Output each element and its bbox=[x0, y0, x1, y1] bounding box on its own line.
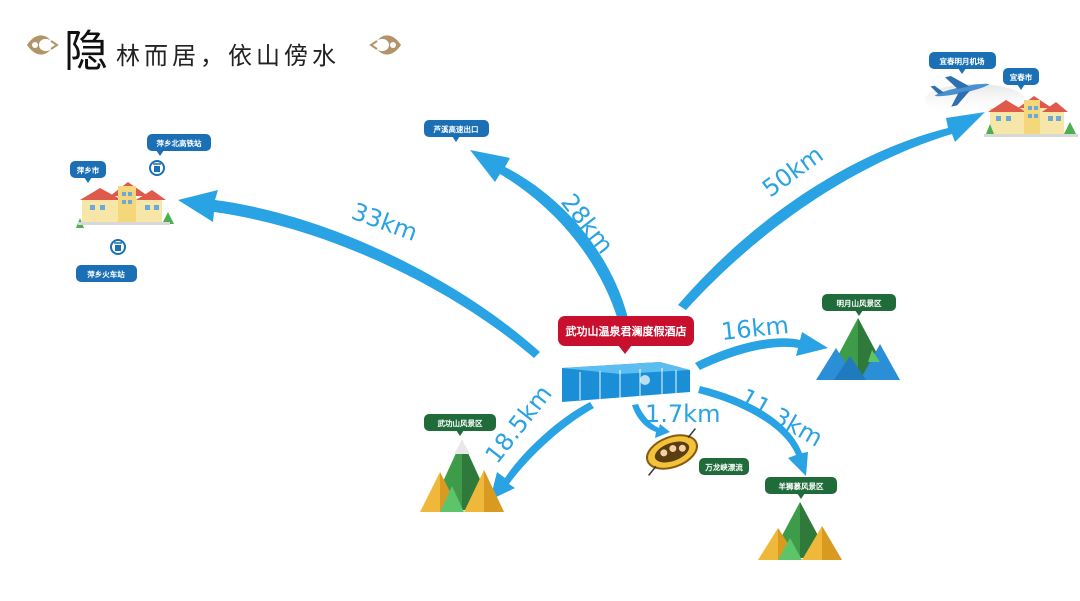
title: 隐 林而居，依山傍水 bbox=[27, 26, 401, 77]
svg-text:万龙峡漂流: 万龙峡漂流 bbox=[704, 462, 743, 472]
tag-pingxiang-station: 萍乡火车站 bbox=[76, 265, 137, 282]
tag-yangshimu: 羊狮慕风景区 bbox=[765, 477, 837, 499]
svg-text:武功山风景区: 武功山风景区 bbox=[438, 418, 483, 428]
hotel-building-icon bbox=[562, 362, 690, 402]
tag-wugong: 武功山风景区 bbox=[424, 414, 496, 436]
ornament-right-icon bbox=[369, 35, 401, 55]
distance-labels: 33km 28km 50km 16km 18.5km 1.7km 11.3km bbox=[348, 140, 828, 468]
arrow-yangshimu bbox=[698, 386, 808, 476]
hotel-tag: 武功山温泉君澜度假酒店 bbox=[558, 316, 694, 354]
tag-yichun-airport: 宜春明月机场 bbox=[929, 52, 996, 74]
svg-text:萍乡火车站: 萍乡火车站 bbox=[87, 269, 125, 279]
arrow-mingyue bbox=[695, 332, 828, 370]
svg-text:宜春明月机场: 宜春明月机场 bbox=[940, 56, 985, 66]
tag-luxi-exit: 芦溪高速出口 bbox=[424, 120, 489, 142]
mountain-icon bbox=[816, 318, 900, 380]
svg-text:芦溪高速出口: 芦溪高速出口 bbox=[434, 124, 479, 134]
tag-wanlong: 万龙峡漂流 bbox=[699, 458, 749, 475]
airplane-icon bbox=[930, 76, 990, 107]
wugong-cluster: 武功山风景区 bbox=[420, 414, 504, 512]
svg-text:萍乡市: 萍乡市 bbox=[77, 165, 100, 175]
train-station-icon bbox=[149, 160, 165, 176]
svg-text:萍乡北高铁站: 萍乡北高铁站 bbox=[157, 138, 202, 148]
hotel-name: 武功山温泉君澜度假酒店 bbox=[566, 324, 687, 338]
arrow-wanlong bbox=[632, 404, 670, 438]
svg-text:宜春市: 宜春市 bbox=[1010, 72, 1033, 82]
tag-yichun-city: 宜春市 bbox=[1003, 68, 1039, 90]
ornament-left-icon bbox=[27, 35, 59, 55]
tag-pingxiang-city: 萍乡市 bbox=[70, 161, 106, 183]
arrow-pingxiang bbox=[178, 190, 540, 358]
city-buildings-icon bbox=[76, 182, 174, 228]
arrow-wugong bbox=[490, 402, 594, 500]
mountain-icon bbox=[420, 440, 504, 512]
pingxiang-cluster: 萍乡市 萍乡北高铁站 萍乡火车站 bbox=[70, 134, 211, 282]
hotel: 武功山温泉君澜度假酒店 bbox=[558, 316, 694, 402]
svg-text:羊狮慕风景区: 羊狮慕风景区 bbox=[779, 481, 824, 491]
raft-icon bbox=[646, 428, 698, 476]
arrows bbox=[178, 112, 985, 500]
distance-label: 1.7km bbox=[645, 400, 720, 428]
arrow-yichun bbox=[678, 112, 985, 310]
yichun-cluster: 宜春明月机场 宜春市 bbox=[925, 52, 1078, 137]
city-buildings-icon bbox=[984, 96, 1078, 137]
arrow-luxi bbox=[470, 150, 628, 320]
mountain-icon bbox=[758, 502, 842, 560]
title-rest-text: 林而居，依山傍水 bbox=[116, 42, 340, 70]
tag-mingyue: 明月山风景区 bbox=[822, 294, 896, 316]
mingyue-cluster: 明月山风景区 bbox=[816, 294, 900, 380]
distance-label: 11.3km bbox=[735, 383, 828, 453]
distance-label: 33km bbox=[348, 197, 421, 247]
svg-text:明月山风景区: 明月山风景区 bbox=[837, 298, 882, 308]
train-station-icon bbox=[110, 239, 126, 255]
tag-pingxiang-north-station: 萍乡北高铁站 bbox=[147, 134, 211, 156]
wanlong-cluster: 万龙峡漂流 bbox=[646, 428, 749, 476]
yangshimu-cluster: 羊狮慕风景区 bbox=[758, 477, 842, 560]
title-big-char: 隐 bbox=[64, 26, 108, 77]
